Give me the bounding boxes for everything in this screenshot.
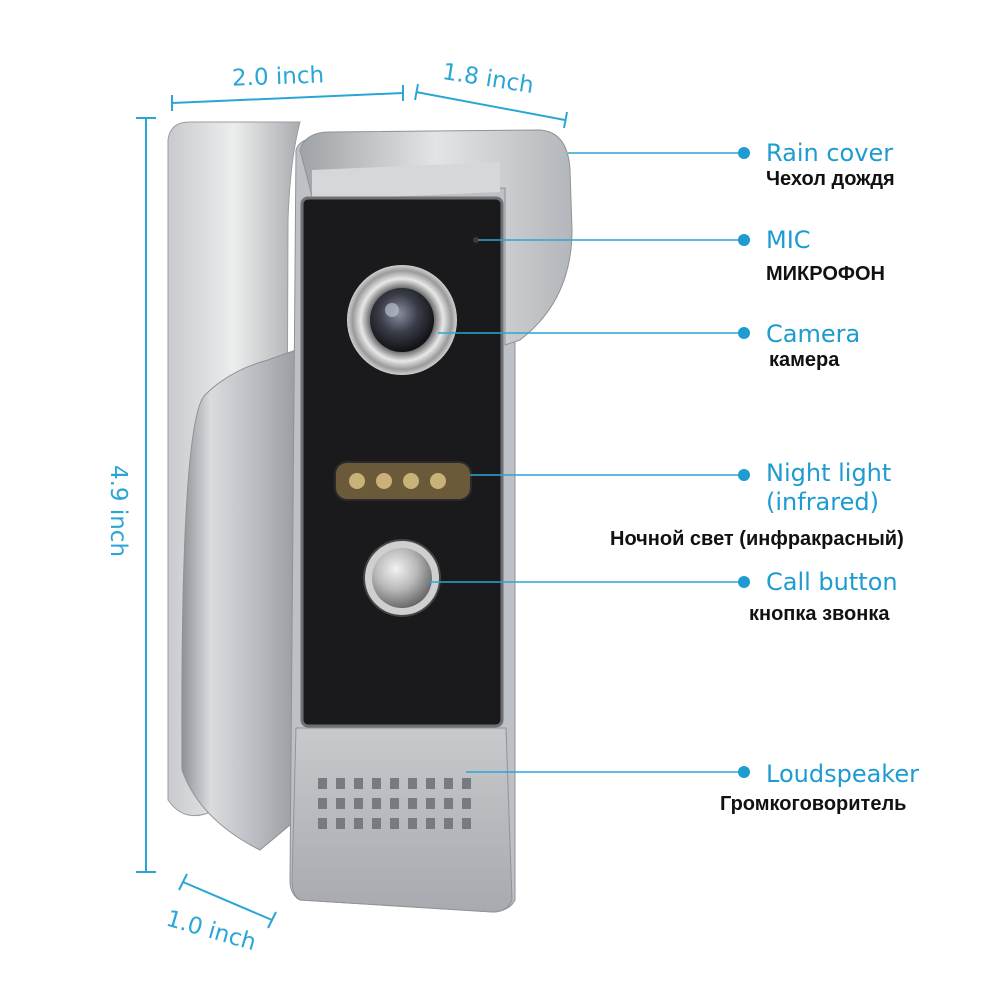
label-rain-cover: Rain cover [766, 139, 894, 167]
leader-dot-camera [738, 327, 750, 339]
leader-dot-loudspeaker [738, 766, 750, 778]
label-camera: Camera [766, 320, 861, 348]
label-night-light-ru: Ночной свет (инфракрасный) [610, 528, 904, 550]
dim-line-depth-bottom [182, 881, 273, 921]
dim-tick-depth-bottom-right [267, 911, 277, 929]
leader-dot-night-light [738, 469, 750, 481]
label-mic-ru: МИКРОФОН [766, 263, 885, 285]
dim-label-width: 2.0 inch [231, 62, 325, 92]
leader-dot-rain-cover [738, 147, 750, 159]
label-call-button: Call button [766, 568, 898, 596]
leader-dot-mic [738, 234, 750, 246]
speaker-section [291, 727, 513, 913]
speaker-grille [318, 778, 471, 829]
dim-label-height: 4.9 inch [105, 464, 131, 558]
label-night-light: Night light [766, 459, 892, 487]
mic-hole [473, 237, 479, 243]
dim-tick-depth-bottom-left [178, 873, 188, 891]
camera-lens [370, 288, 434, 352]
call-button-cap [372, 548, 432, 608]
leader-dot-call-button [738, 576, 750, 588]
dim-line-depth-top [415, 91, 566, 121]
label-mic: MIC [766, 226, 811, 254]
hood-inner [312, 162, 500, 200]
side-bracket [181, 349, 297, 851]
label-loudspeaker: Loudspeaker [766, 760, 919, 788]
label-camera-ru: камера [769, 349, 840, 371]
label-rain-cover-ru: Чехол дождя [766, 168, 895, 190]
label-call-button-ru: кнопка звонка [749, 603, 890, 625]
dim-tick-depth-top-left [414, 83, 419, 101]
camera-glint [385, 303, 399, 317]
label-loudspeaker-ru: Громкоговоритель [720, 793, 907, 815]
label-night-light-sub: (infrared) [766, 488, 879, 516]
dim-tick-depth-top-right [563, 111, 568, 129]
dim-line-width [171, 92, 404, 104]
ir-leds [349, 473, 446, 489]
